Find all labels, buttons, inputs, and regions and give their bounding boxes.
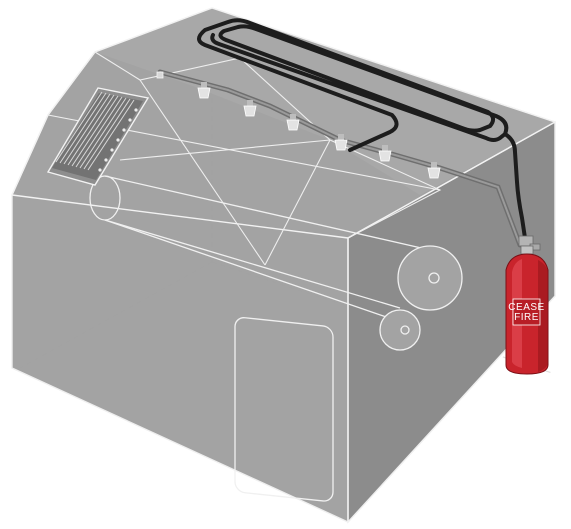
- control-panel-icon: [46, 87, 150, 186]
- roller-large-hub: [428, 272, 440, 284]
- distribution-pipe: [157, 69, 523, 248]
- label-line-2: FIRE: [514, 312, 539, 323]
- detection-tube-icon: [197, 18, 527, 240]
- spray-nozzle-icon: [334, 134, 348, 151]
- roller-large: [397, 245, 463, 311]
- roller-small-hub: [400, 325, 410, 335]
- fire-extinguisher-icon: CEASE FIRE: [505, 235, 549, 375]
- extinguisher-label: [512, 298, 541, 326]
- spray-nozzle-icon: [286, 114, 300, 131]
- roller-small: [379, 309, 421, 351]
- spray-nozzle-icon: [197, 82, 211, 99]
- spray-nozzle-icon: [243, 100, 257, 117]
- spray-nozzle-icon: [427, 162, 441, 179]
- access-door: [234, 317, 334, 502]
- conveyor: [89, 175, 463, 351]
- spray-nozzle-icon: [378, 145, 392, 162]
- enclosure-top-face: [95, 8, 555, 195]
- spray-nozzle-icon: [156, 71, 164, 79]
- label-line-1: CEASE: [508, 302, 544, 313]
- machine-enclosure: [11, 7, 556, 524]
- nozzles: [156, 71, 441, 179]
